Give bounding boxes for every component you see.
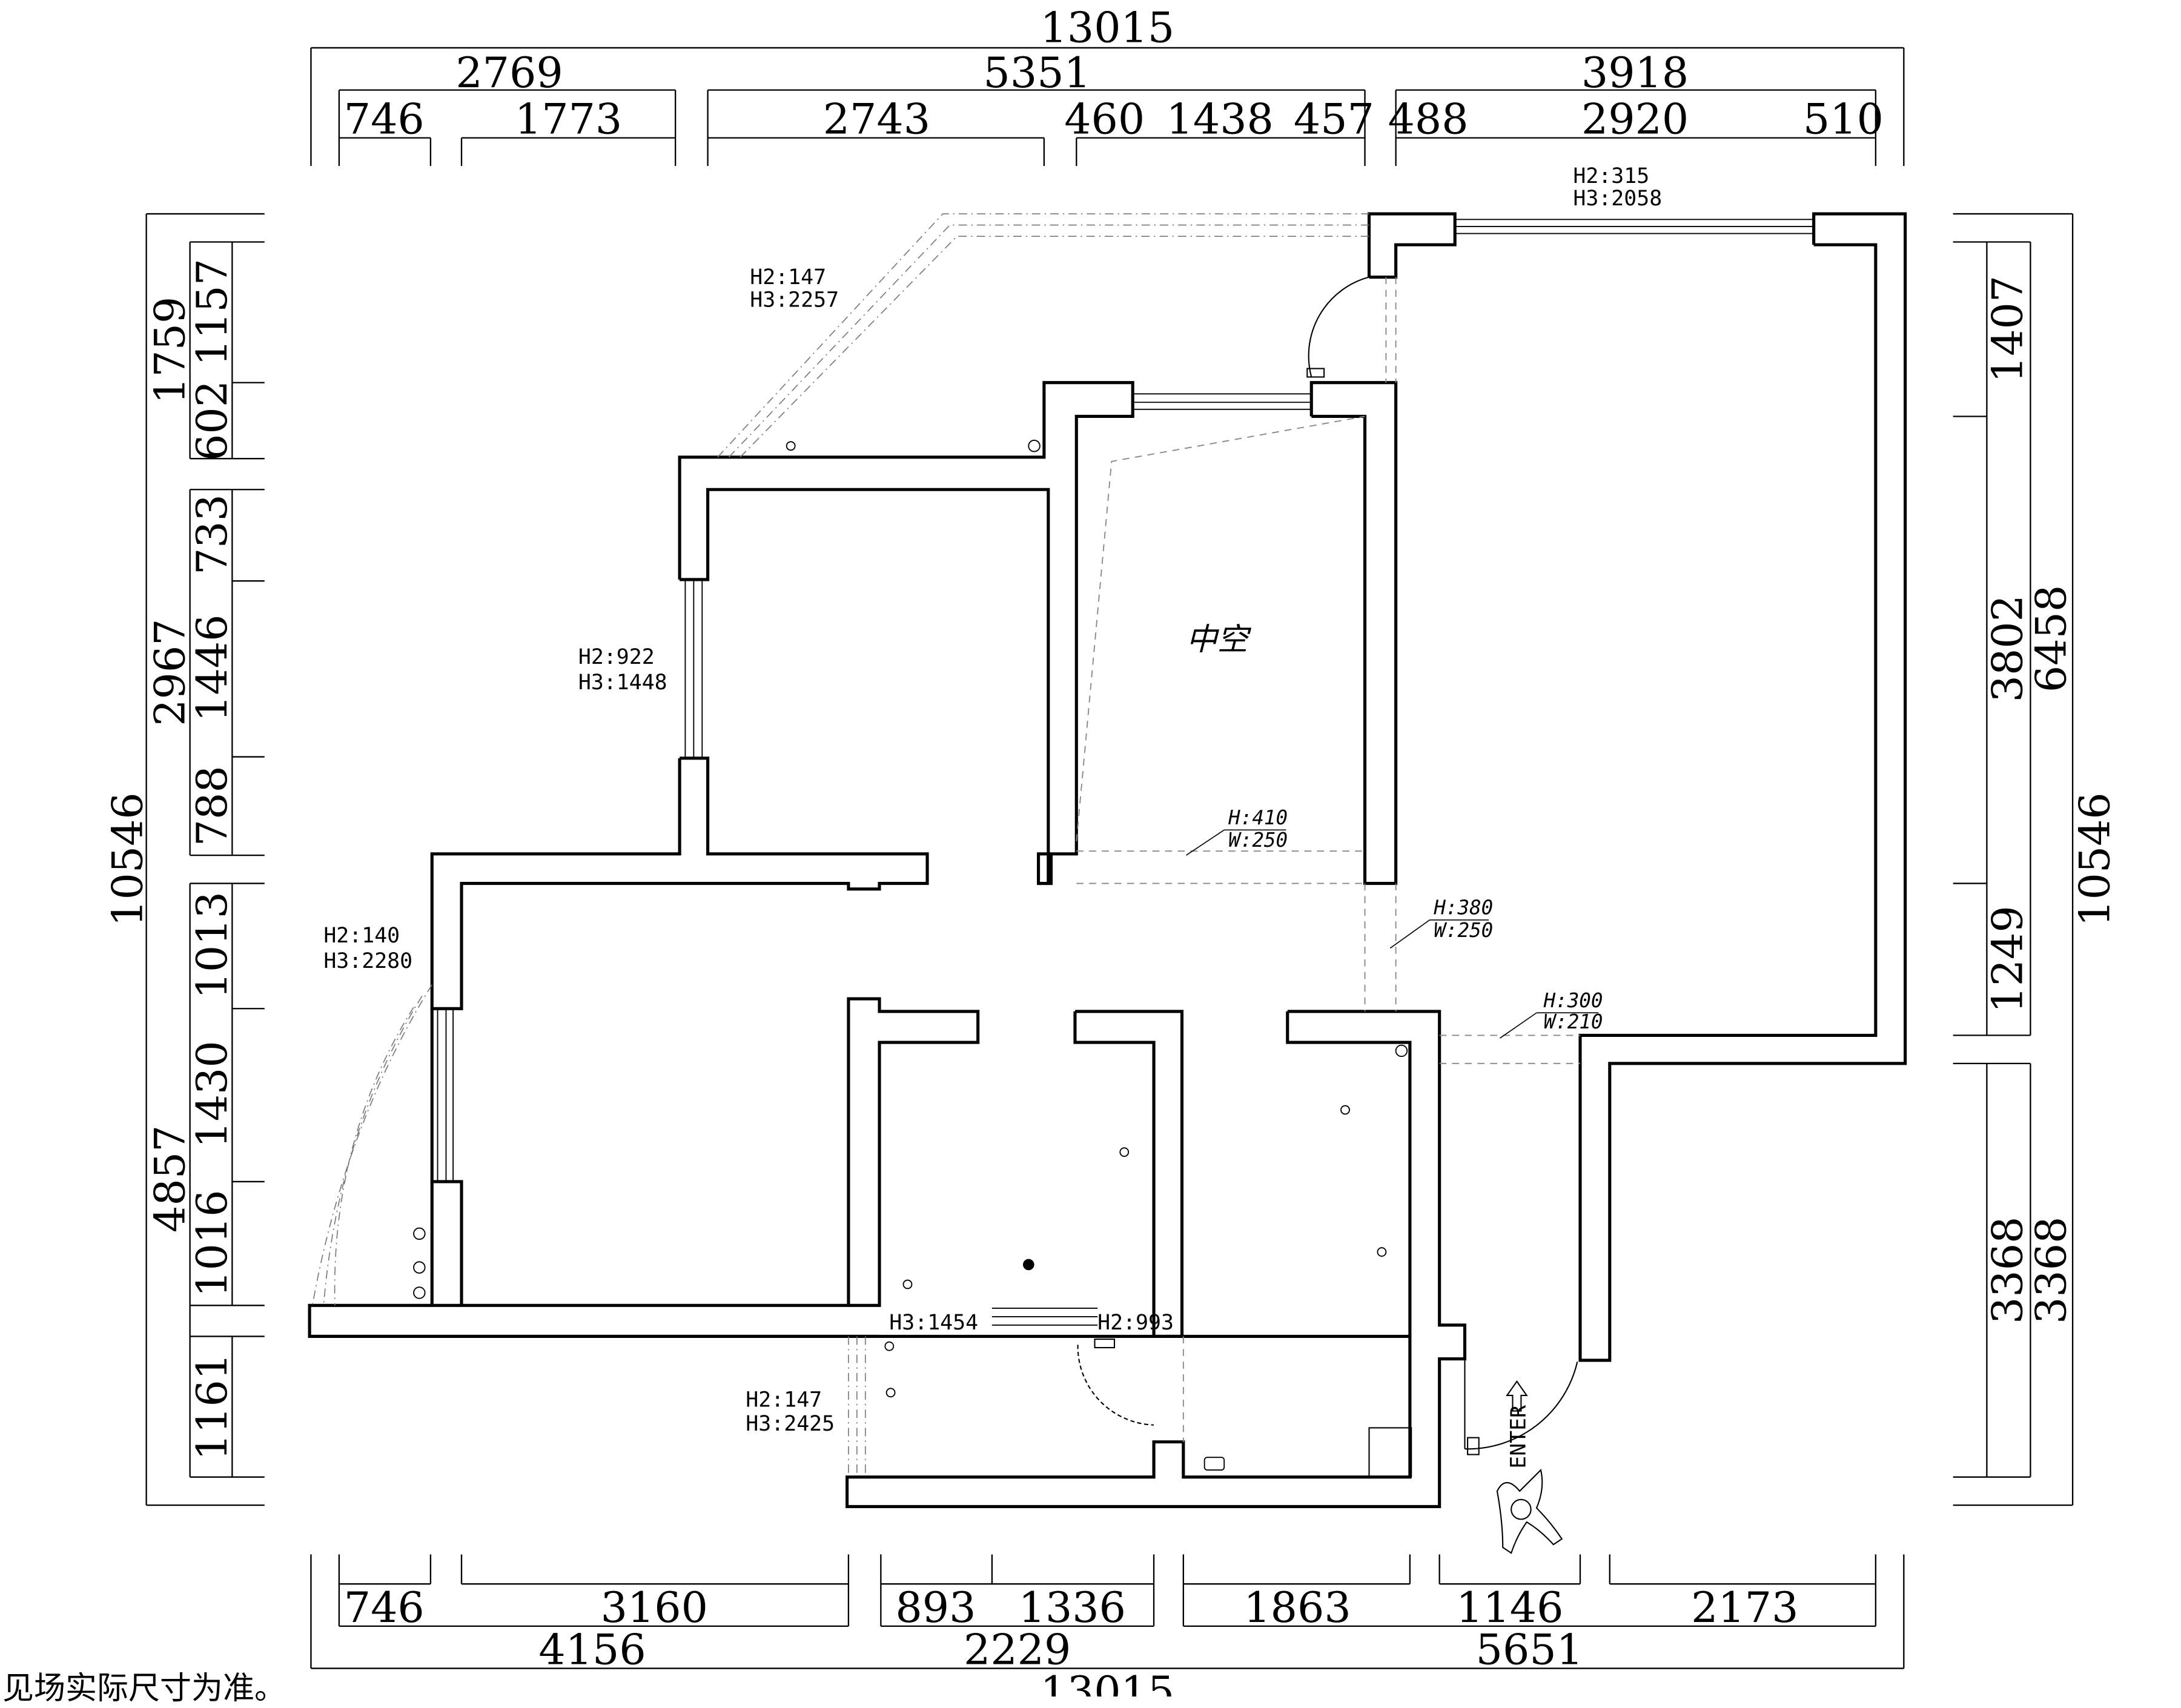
dim-left-detail-3: 733 <box>188 494 237 575</box>
bay-windows <box>311 213 1369 1477</box>
label-beam3-w: W:210 <box>1544 1010 1603 1033</box>
dim-top-detail-2: 1773 <box>515 95 622 144</box>
dim-right-detail-4: 3368 <box>1983 1217 2032 1324</box>
dim-bottom-detail-3: 893 <box>895 1583 976 1632</box>
dim-right-detail-2: 3802 <box>1983 595 2032 702</box>
dim-right-total: 10546 <box>2071 792 2120 927</box>
dim-left-detail-8: 1016 <box>188 1190 237 1297</box>
dim-bottom-detail-1: 746 <box>344 1583 425 1632</box>
dim-bottom-detail-6: 1146 <box>1456 1583 1563 1632</box>
dim-bottom-mid-3: 5651 <box>1476 1626 1583 1675</box>
walls <box>308 212 1907 1509</box>
enter-label: ENTER <box>1506 1405 1531 1469</box>
doors <box>1077 276 1578 1478</box>
windows <box>437 219 1814 1326</box>
dim-top-detail-4: 460 <box>1064 95 1145 144</box>
label-window-top-right-h2: H2:315 <box>1573 164 1649 188</box>
label-window-bottom-h2: H2:147 <box>746 1388 822 1412</box>
dim-bottom-detail-7: 2173 <box>1691 1583 1798 1632</box>
label-beam2-w: W:250 <box>1434 919 1493 942</box>
dim-bottom-detail-5: 1863 <box>1243 1583 1351 1632</box>
dim-left-total: 10546 <box>104 792 153 927</box>
label-window-top-right-h3: H3:2058 <box>1573 187 1662 211</box>
dim-left-mid-1: 1759 <box>145 297 194 404</box>
label-beam2-h: H:380 <box>1433 896 1493 919</box>
label-window-mid-h3: H3:1448 <box>578 670 667 695</box>
dim-top-detail-8: 2920 <box>1581 95 1689 144</box>
label-window-h3-1454: H3:1454 <box>889 1311 978 1335</box>
dim-left-detail-5: 788 <box>188 766 237 846</box>
label-window-diag-h2: H2:147 <box>750 265 826 290</box>
fixtures <box>413 440 1408 1471</box>
drain-dot <box>1022 1259 1034 1271</box>
dimension-lines <box>145 47 2074 1669</box>
entry-arrow-icon <box>1506 1380 1528 1412</box>
dim-top-mid-3: 3918 <box>1581 48 1689 98</box>
dim-left-detail-9: 1161 <box>188 1353 237 1460</box>
label-window-mid-h2: H2:922 <box>578 645 655 669</box>
dim-right-detail-1: 1407 <box>1983 276 2032 383</box>
dim-left-detail-2: 602 <box>188 380 237 461</box>
dim-left-detail-7: 1430 <box>188 1041 237 1148</box>
label-beam3-h: H:300 <box>1543 989 1603 1012</box>
dim-top-detail-1: 746 <box>344 95 425 144</box>
label-beam1-w: W:250 <box>1228 829 1288 852</box>
dim-top-detail-5: 1438 <box>1167 95 1274 144</box>
beam-lines <box>1076 277 1580 1442</box>
dim-left-detail-6: 1013 <box>188 892 237 999</box>
dim-top-detail-6: 457 <box>1294 95 1374 144</box>
dim-bottom-detail-2: 3160 <box>601 1583 708 1632</box>
dim-bottom-mid-2: 2229 <box>964 1626 1071 1675</box>
dim-bottom-total: 13015 <box>1041 1667 1175 1696</box>
label-beam1-h: H:410 <box>1228 806 1288 829</box>
dim-top-total: 13015 <box>1041 4 1175 53</box>
dim-left-mid-2: 2967 <box>145 619 194 726</box>
label-window-h2-993: H2:993 <box>1097 1311 1174 1335</box>
label-window-bottom-h3: H3:2425 <box>746 1412 835 1436</box>
label-window-diag-h3: H3:2257 <box>750 288 839 312</box>
dim-right-detail-3: 1249 <box>1983 905 2032 1013</box>
dim-bottom-mid-1: 4156 <box>538 1626 646 1675</box>
dim-right-mid-2: 3368 <box>2027 1217 2076 1324</box>
dim-bottom-detail-4: 1336 <box>1019 1583 1126 1632</box>
label-window-left-h2: H2:140 <box>323 924 400 948</box>
person-icon <box>1496 1468 1563 1554</box>
dim-top-detail-3: 2743 <box>823 95 930 144</box>
footnote: 见场实际尺寸为准。 <box>2 1670 286 1707</box>
label-window-left-h3: H3:2280 <box>323 949 412 973</box>
beam-leaders <box>1186 829 1599 1039</box>
dim-left-mid-3: 4857 <box>145 1125 194 1233</box>
dim-left-detail-1: 1157 <box>188 259 237 366</box>
dim-top-detail-7: 488 <box>1388 95 1469 144</box>
dim-left-detail-4: 1446 <box>188 615 237 722</box>
dim-top-mid-2: 5351 <box>984 48 1091 98</box>
dim-top-mid-1: 2769 <box>455 48 563 98</box>
void-label: 中空 <box>1186 622 1251 658</box>
dim-top-detail-9: 510 <box>1803 95 1884 144</box>
dim-right-mid-1: 6458 <box>2027 585 2076 692</box>
